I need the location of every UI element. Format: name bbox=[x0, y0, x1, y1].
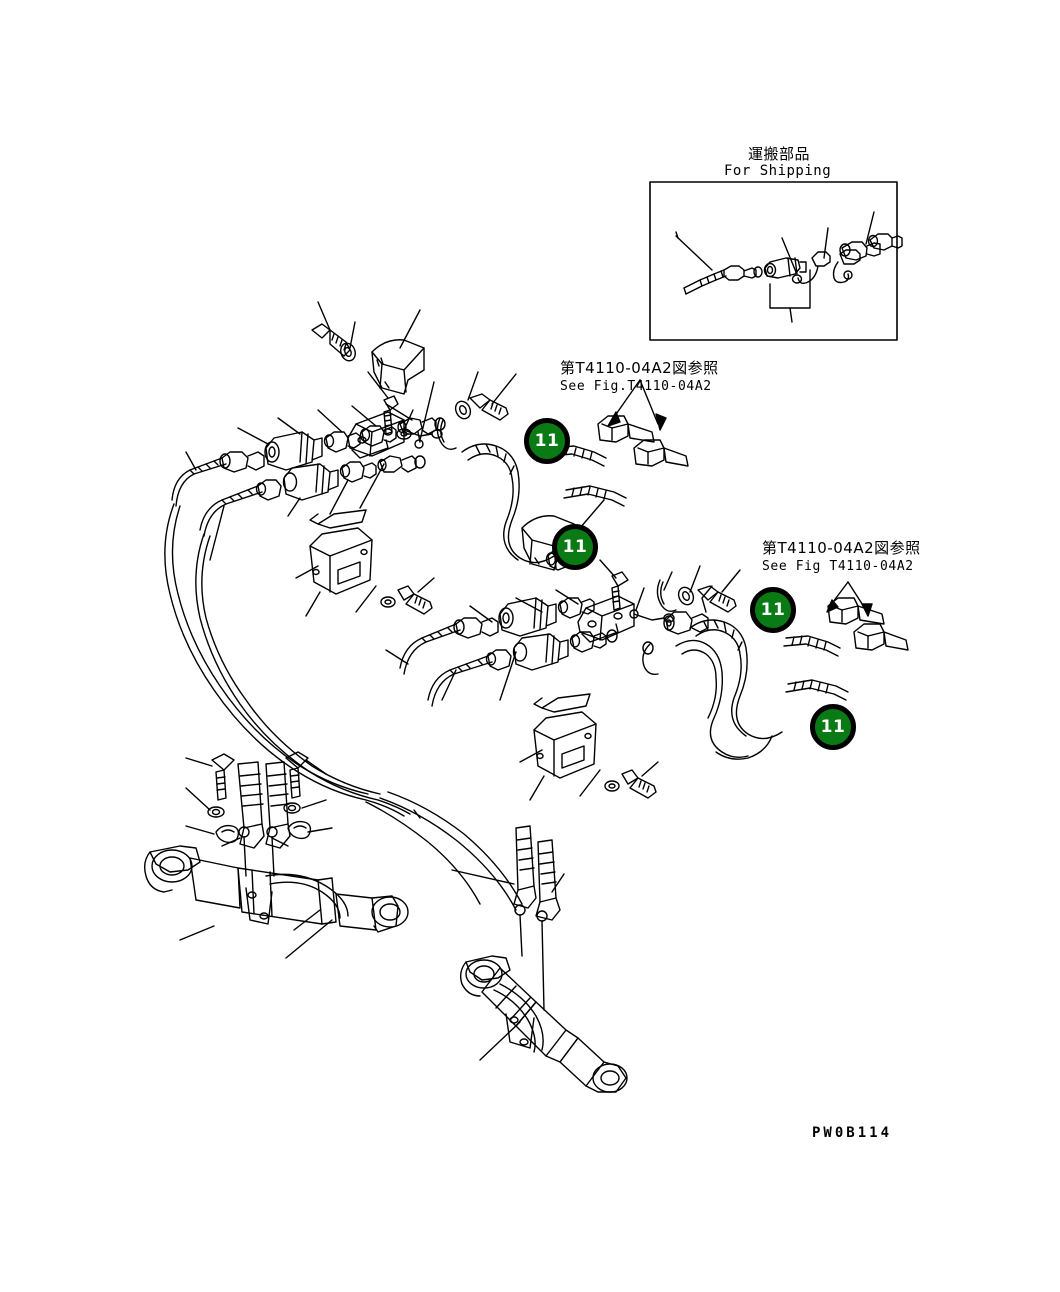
center-long-hose bbox=[365, 791, 523, 911]
right-clamp-blocks bbox=[827, 597, 909, 651]
right-hose-segments bbox=[783, 635, 849, 701]
reference-lower-en: See Fig T4110-04A2 bbox=[762, 559, 914, 574]
upper-hose-row-2 bbox=[199, 455, 426, 561]
left-clamp-block bbox=[295, 509, 435, 617]
middle-hose-row-3 bbox=[385, 589, 618, 707]
upper-right-clamp-blocks bbox=[549, 415, 689, 507]
right-hose-loops bbox=[675, 619, 783, 760]
reference-upper-en: See Fig.T4110-04A2 bbox=[560, 379, 712, 394]
left-cylinder-assembly bbox=[143, 751, 409, 959]
upper-guard-assembly bbox=[311, 301, 425, 395]
middle-fasteners bbox=[599, 559, 741, 619]
upper-center-hose-loop bbox=[461, 443, 571, 571]
middle-right-bracket bbox=[577, 595, 675, 643]
upper-center-bracket bbox=[347, 411, 443, 459]
lower-leader-marks bbox=[179, 809, 421, 941]
upper-mid-fasteners bbox=[367, 371, 517, 451]
callout-badge-11-b[interactable]: 11 bbox=[552, 524, 598, 570]
left-long-hoses bbox=[164, 503, 411, 817]
for-shipping-title-jp: 運搬部品 bbox=[748, 145, 811, 163]
for-shipping-title-en: For Shipping bbox=[724, 163, 832, 179]
reference-upper-jp: 第T4110-04A2図参照 bbox=[560, 359, 719, 377]
for-shipping-inset-box bbox=[649, 181, 903, 341]
upper-hose-row-1 bbox=[171, 403, 446, 507]
callout-badge-11-d[interactable]: 11 bbox=[810, 704, 856, 750]
right-cylinder-assembly bbox=[451, 825, 628, 1093]
lower-center-clamp-block bbox=[519, 693, 659, 801]
callout-badge-11-a[interactable]: 11 bbox=[524, 418, 570, 464]
reference-lower-jp: 第T4110-04A2図参照 bbox=[762, 539, 921, 557]
callout-badge-11-c[interactable]: 11 bbox=[750, 587, 796, 633]
right-upper-fittings bbox=[642, 585, 713, 676]
reference-arrow-lower bbox=[826, 581, 873, 617]
drawing-number: PW0B114 bbox=[812, 1125, 893, 1141]
